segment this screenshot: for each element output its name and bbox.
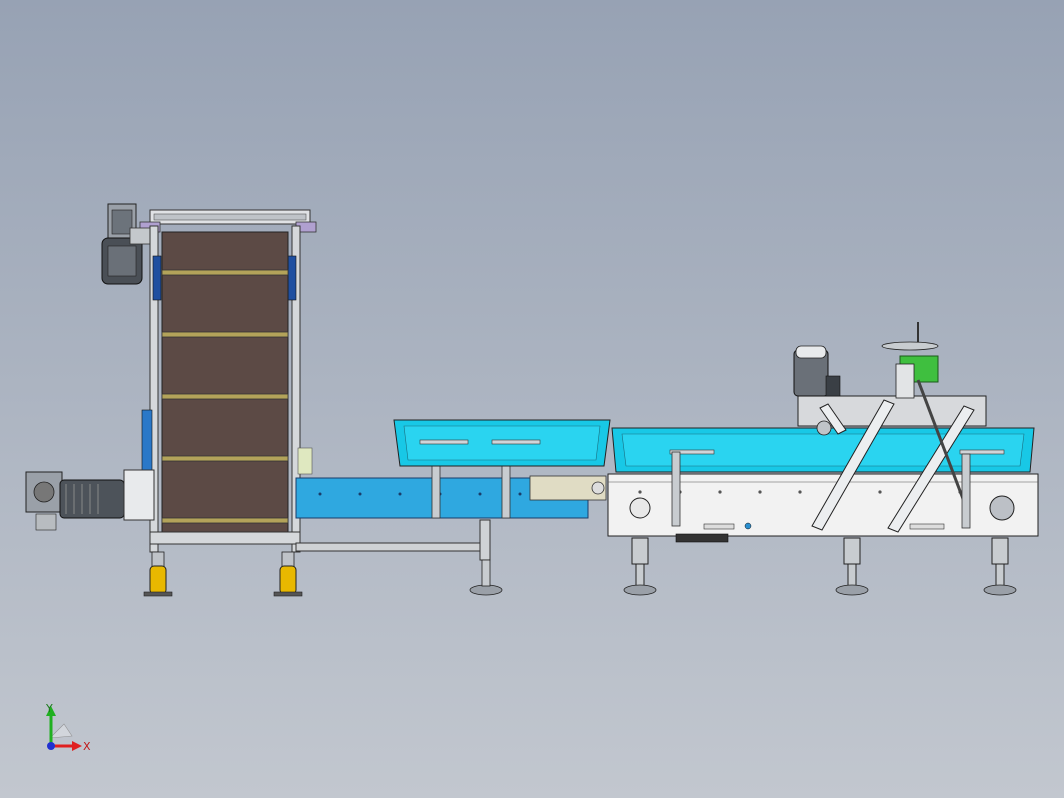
head-gear-motor [101,203,153,285]
drive-motor [793,345,841,397]
incline-conveyor [101,203,491,561]
triad-y-label: Y [45,702,53,715]
main-conveyor [469,322,1039,596]
feed-conveyor [25,443,607,531]
middle-hopper [393,419,611,467]
adjuster-handwheel [881,322,939,399]
feed-gear-motor [25,471,125,531]
caster-wheels [143,551,303,597]
triad-x-label: X [83,740,91,753]
coordinate-triad: Y X [45,702,91,753]
